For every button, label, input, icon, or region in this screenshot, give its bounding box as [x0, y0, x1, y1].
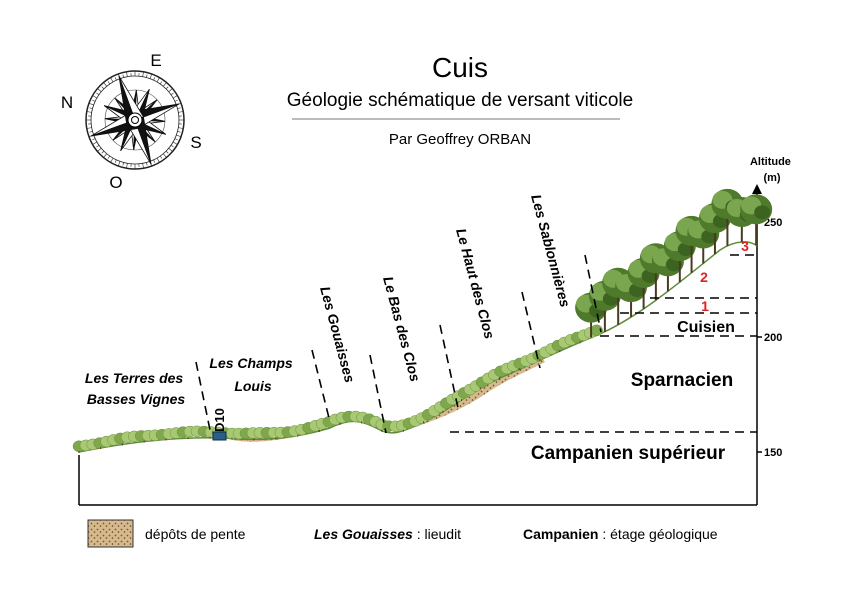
- road-label: D10: [212, 408, 227, 432]
- lieudit-bas-des-clos: Le Bas des Clos: [380, 275, 424, 384]
- vineyard-rows: [72, 324, 603, 453]
- layer-number-1: 1: [701, 298, 709, 314]
- axis-arrow-icon: [752, 184, 762, 194]
- lieudit-sablonnieres: Les Sablonnières: [528, 193, 574, 309]
- diagram-subtitle: Géologie schématique de versant viticole: [287, 90, 633, 111]
- lieudit-terres-basses-vignes: Les Terres des Basses Vignes: [85, 370, 187, 407]
- compass-south-label: S: [190, 133, 201, 152]
- road-marker-icon: [212, 431, 227, 441]
- compass-north-label: N: [61, 93, 73, 112]
- lieudit-haut-des-clos: Le Haut des Clos: [453, 227, 498, 341]
- legend-deposit-label: dépôts de pente: [145, 526, 246, 542]
- summit-forest: [575, 188, 773, 338]
- lieudit-champs-louis: Les Champs Louis: [209, 355, 296, 394]
- formation-campanien: Campanien supérieur: [531, 443, 726, 464]
- altitude-tick-label: 200: [764, 332, 782, 344]
- compass-rose-icon: [85, 70, 185, 170]
- lieudit-boundaries: [195, 254, 602, 434]
- legend-lieudit: Les Gouaisses : lieudit: [314, 526, 461, 542]
- altitude-tick-label: 150: [764, 447, 782, 459]
- lieudit-gouaisses: Les Gouaisses: [317, 285, 358, 385]
- layer-number-3: 3: [741, 238, 749, 254]
- compass-east-label: E: [150, 51, 161, 70]
- compass-west-label: O: [109, 173, 122, 192]
- legend-etage: Campanien : étage géologique: [523, 526, 718, 542]
- formation-cuisien: Cuisien: [677, 319, 735, 336]
- legend-deposit-swatch: [87, 519, 134, 548]
- altitude-tick-label: 250: [764, 217, 782, 229]
- diagram-title: Cuis: [432, 52, 488, 83]
- altitude-ticks: 250 200 150: [757, 217, 782, 459]
- layer-number-2: 2: [700, 269, 708, 285]
- formation-boundaries: [450, 254, 757, 433]
- formation-sparnacien: Sparnacien: [631, 370, 733, 391]
- diagram-author: Par Geoffrey ORBAN: [389, 131, 531, 148]
- axis-title: Altitude (m): [750, 156, 794, 184]
